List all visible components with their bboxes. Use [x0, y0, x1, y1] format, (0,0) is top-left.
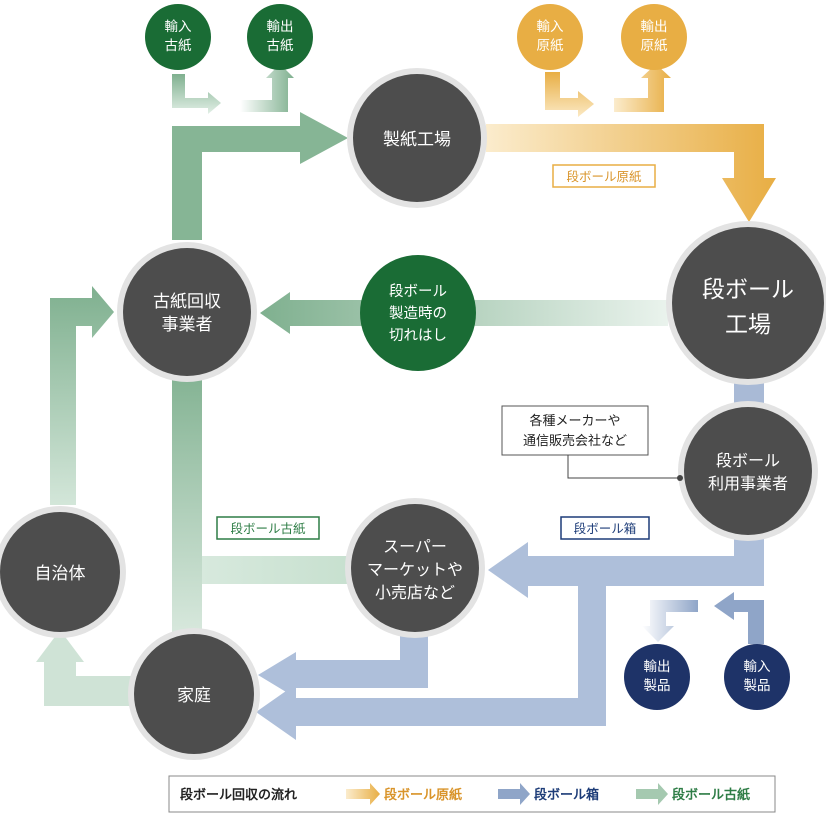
node-export-oldpaper: 輸出 古紙	[247, 4, 313, 70]
node-household-label: 家庭	[177, 686, 211, 706]
node-import-products-line1: 輸入	[744, 659, 772, 675]
node-household: 家庭	[128, 628, 260, 760]
arrow-import-oldpaper	[172, 74, 221, 114]
node-collector-line2: 事業者	[162, 315, 213, 335]
node-import-base-line2: 原紙	[537, 38, 565, 54]
legend-title: 段ボール回収の流れ	[180, 787, 297, 803]
node-box-factory-line2: 工場	[725, 312, 771, 338]
node-paper-mill-label: 製紙工場	[383, 130, 451, 150]
node-supermarket-line2: マーケットや	[367, 560, 463, 579]
node-offcuts-line1: 段ボール	[389, 283, 447, 300]
node-export-oldpaper-line2: 古紙	[267, 38, 294, 54]
node-user-business-line2: 利用事業者	[708, 474, 788, 493]
node-export-base-line2: 原紙	[641, 38, 669, 54]
node-collector-line1: 古紙回収	[153, 292, 221, 312]
node-import-base-line1: 輸入	[537, 19, 565, 35]
node-box-factory: 段ボール 工場	[666, 221, 826, 385]
node-user-business: 段ボール 利用事業者	[678, 401, 818, 541]
node-municipality: 自治体	[0, 506, 126, 638]
arrow-import-base	[545, 72, 594, 117]
node-user-business-line1: 段ボール	[716, 451, 780, 470]
node-export-oldpaper-line1: 輸出	[267, 19, 294, 35]
node-import-oldpaper-line1: 輸入	[165, 19, 192, 35]
legend-label-boxes: 段ボール箱	[534, 787, 599, 803]
arrow-municipality-to-collector	[50, 286, 114, 505]
tag-base-paper-text: 段ボール原紙	[566, 169, 642, 184]
tag-base-paper: 段ボール原紙	[552, 164, 656, 188]
node-supermarket-line1: スーパー	[383, 537, 447, 556]
node-import-base: 輸入 原紙	[517, 4, 583, 70]
arrow-import-products	[714, 592, 764, 644]
arrow-trunk-to-collector	[172, 360, 352, 638]
legend-swatch-boxes	[498, 783, 530, 805]
node-box-factory-line1: 段ボール	[702, 277, 794, 303]
tag-old-paper: 段ボール古紙	[216, 516, 320, 540]
arrow-export-oldpaper	[240, 64, 294, 112]
node-offcuts-line3: 切れはし	[389, 327, 447, 344]
legend-label-base: 段ボール原紙	[384, 787, 462, 803]
callout-line1: 各種メーカーや	[529, 413, 620, 429]
legend-swatch-base	[346, 783, 380, 805]
arrow-export-products	[642, 600, 698, 642]
callout-user-examples: 各種メーカーや 通信販売会社など	[501, 405, 683, 481]
arrow-store-to-household	[258, 628, 428, 698]
tag-old-paper-text: 段ボール古紙	[230, 521, 306, 536]
node-supermarket: スーパー マーケットや 小売店など	[345, 498, 485, 638]
node-export-products: 輸出 製品	[624, 644, 690, 710]
node-offcuts-line2: 製造時の	[389, 305, 447, 322]
legend-swatch-oldpaper	[636, 783, 668, 805]
legend: 段ボール回収の流れ 段ボール原紙 段ボール箱 段ボール古紙	[168, 775, 776, 813]
arrow-user-to-stores	[256, 530, 764, 740]
tag-boxes: 段ボール箱	[560, 516, 650, 540]
node-import-oldpaper-line2: 古紙	[165, 38, 192, 54]
node-collector: 古紙回収 事業者	[117, 242, 257, 382]
node-offcuts: 段ボール 製造時の 切れはし	[360, 255, 476, 371]
arrow-collector-to-mill	[172, 112, 348, 240]
callout-line2: 通信販売会社など	[523, 433, 627, 449]
tag-boxes-text: 段ボール箱	[574, 521, 637, 536]
node-municipality-label: 自治体	[35, 564, 86, 584]
legend-label-oldpaper: 段ボール古紙	[672, 787, 750, 803]
arrow-mill-to-boxfactory	[486, 124, 776, 222]
node-paper-mill: 製紙工場	[347, 68, 487, 208]
node-import-products: 輸入 製品	[724, 644, 790, 710]
node-import-oldpaper: 輸入 古紙	[145, 4, 211, 70]
node-export-products-line1: 輸出	[644, 659, 671, 675]
node-export-products-line2: 製品	[644, 678, 671, 694]
node-export-base-line1: 輸出	[641, 19, 668, 35]
arrow-household-to-municipality	[36, 630, 142, 706]
arrow-export-base	[614, 64, 671, 112]
node-supermarket-line3: 小売店など	[375, 583, 455, 602]
node-export-base: 輸出 原紙	[621, 4, 687, 70]
node-import-products-line2: 製品	[744, 678, 771, 694]
